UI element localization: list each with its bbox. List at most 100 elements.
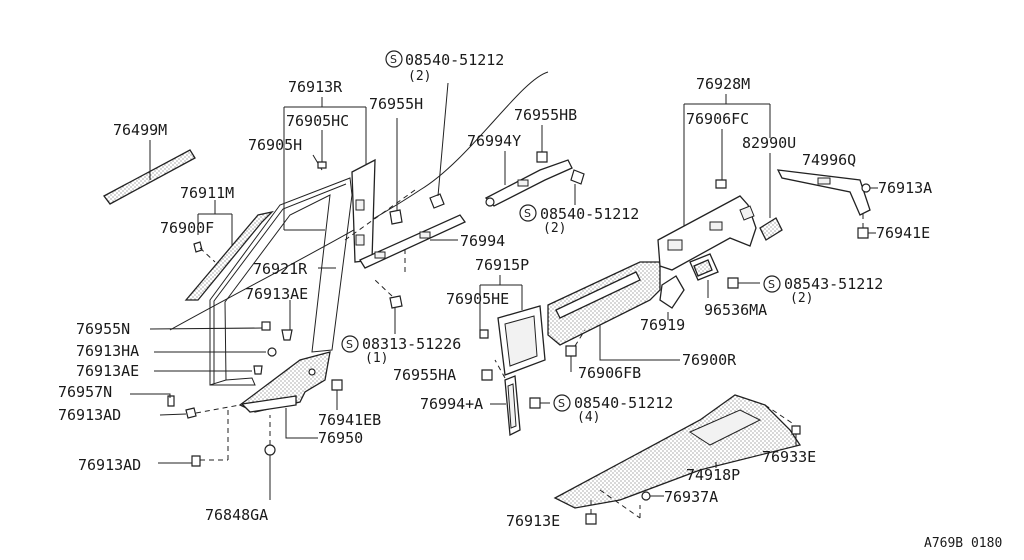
screw-08543-51212: S — [763, 275, 781, 293]
label-76933e: 76933E — [762, 448, 816, 466]
svg-text:S: S — [768, 278, 775, 291]
part-76994y-bracket[interactable] — [484, 159, 573, 207]
label-74918p: 74918P — [686, 466, 740, 484]
part-76900f-clip[interactable] — [193, 241, 216, 263]
part-76955ha-clip[interactable] — [481, 369, 493, 381]
svg-text:S: S — [390, 53, 397, 66]
label-76848ga: 76848GA — [205, 506, 268, 524]
part-76913ha-clip[interactable] — [267, 347, 277, 357]
part-76937a-clip[interactable] — [599, 489, 664, 519]
part-screw-08540-b[interactable] — [570, 169, 585, 205]
part-76933e-clip[interactable] — [791, 425, 801, 446]
part-76919-cover[interactable] — [659, 275, 685, 309]
part-76950-kick-panel[interactable] — [238, 351, 331, 413]
part-76913r-b-pillar-trim[interactable] — [351, 158, 376, 263]
part-76955n-clip[interactable] — [261, 321, 271, 331]
label-76921r: 76921R — [253, 260, 308, 278]
label-96536ma: 96536MA — [704, 301, 767, 319]
part-76913e-clip[interactable] — [585, 500, 597, 525]
label-76913ad-b: 76913AD — [78, 456, 141, 474]
part-74996q-bracket[interactable] — [776, 169, 871, 216]
part-76994-rail[interactable] — [344, 189, 466, 272]
label-76499m: 76499M — [113, 121, 167, 139]
part-76955hb-clip[interactable] — [536, 151, 548, 163]
qty-08540-51212-top: (2) — [408, 69, 431, 84]
part-76906fc-clip[interactable] — [715, 179, 727, 189]
label-76913ha: 76913HA — [76, 342, 139, 360]
label-08313-51226: 08313-51226 — [362, 335, 461, 353]
part-96536ma-switch[interactable] — [689, 253, 719, 281]
svg-text:S: S — [524, 207, 531, 220]
part-76848ga-clip[interactable] — [264, 415, 276, 500]
label-76911m: 76911M — [180, 184, 234, 202]
part-76941eb-clip[interactable] — [331, 379, 343, 410]
label-76937a: 76937A — [664, 488, 718, 506]
part-76915p-trim[interactable] — [497, 305, 546, 376]
body-outline-line — [169, 71, 549, 331]
svg-text:S: S — [346, 338, 353, 351]
label-76913e: 76913E — [506, 512, 560, 530]
screw-08313-51226: S — [341, 335, 359, 353]
part-76906fb-clip[interactable] — [565, 329, 586, 372]
part-76911m-pillar-trim[interactable] — [184, 210, 275, 301]
label-76913ad-a: 76913AD — [58, 406, 121, 424]
part-82990u-vent[interactable] — [759, 217, 783, 241]
label-76905h: 76905H — [248, 136, 302, 154]
label-76906fc: 76906FC — [686, 110, 749, 128]
part-76941e-clip[interactable] — [857, 210, 876, 239]
screw-08540-51212-mid: S — [519, 204, 537, 222]
label-08540-51212-lower: 08540-51212 — [574, 394, 673, 412]
label-76994a: 76994+A — [420, 395, 483, 413]
label-76955h: 76955H — [369, 95, 423, 113]
label-76905hc: 76905HC — [286, 112, 349, 130]
label-76905he: 76905HE — [446, 290, 509, 308]
part-76913ae-clip-lower[interactable] — [253, 365, 263, 375]
screw-08540-51212-top: S — [385, 50, 403, 68]
part-76905he-clip[interactable] — [479, 329, 489, 339]
label-76913a: 76913A — [878, 179, 932, 197]
reference-code: A769B 0180 — [924, 536, 1002, 551]
part-76913ad-clip-b[interactable] — [158, 410, 229, 467]
part-screw-08540-c[interactable] — [529, 397, 550, 409]
label-76955ha: 76955HA — [393, 366, 456, 384]
part-76913ae-clip-upper[interactable] — [281, 300, 293, 341]
qty-08313-51226: (1) — [365, 351, 388, 366]
qty-08540-51212-lower: (4) — [577, 410, 600, 425]
label-08540-51212-top: 08540-51212 — [405, 51, 504, 69]
label-74996q: 74996Q — [802, 151, 856, 169]
label-76955n: 76955N — [76, 320, 130, 338]
label-76915p: 76915P — [475, 256, 529, 274]
part-screw-08540-top[interactable] — [429, 82, 449, 209]
qty-08543-51212: (2) — [790, 291, 813, 306]
label-82990u: 82990U — [742, 134, 796, 152]
label-76941eb: 76941EB — [318, 411, 381, 429]
label-76928m: 76928M — [696, 75, 750, 93]
label-08543-51212: 08543-51212 — [784, 275, 883, 293]
label-76941e: 76941E — [876, 224, 930, 242]
svg-text:S: S — [558, 397, 565, 410]
part-screw-08313[interactable] — [374, 279, 403, 309]
part-76913ad-clip-a[interactable] — [159, 404, 241, 419]
label-76919: 76919 — [640, 316, 685, 334]
label-76955hb: 76955HB — [514, 106, 577, 124]
part-76905h-clip[interactable] — [317, 161, 327, 169]
label-76994y: 76994Y — [467, 132, 521, 150]
part-76499m-strip[interactable] — [103, 140, 196, 205]
label-76957n: 76957N — [58, 383, 112, 401]
part-76913a-clip[interactable] — [861, 183, 878, 193]
part-74918p-floor-trim[interactable] — [553, 394, 802, 509]
part-76955h-clip[interactable] — [389, 118, 403, 225]
label-76900f: 76900F — [160, 219, 214, 237]
screw-08540-51212-lower: S — [553, 394, 571, 412]
part-76957n-clip[interactable] — [130, 393, 175, 407]
label-76913r: 76913R — [288, 78, 343, 96]
part-screw-08543[interactable] — [727, 277, 760, 289]
part-76928m-quarter-trim[interactable] — [657, 195, 757, 271]
label-76994: 76994 — [460, 232, 505, 250]
label-76950: 76950 — [318, 429, 363, 447]
part-76900r-rear-trim[interactable] — [547, 261, 661, 346]
part-76921r-weatherstrip[interactable] — [209, 177, 353, 386]
label-76913ae-upper: 76913AE — [245, 285, 308, 303]
part-76994a-sill[interactable] — [494, 359, 521, 437]
